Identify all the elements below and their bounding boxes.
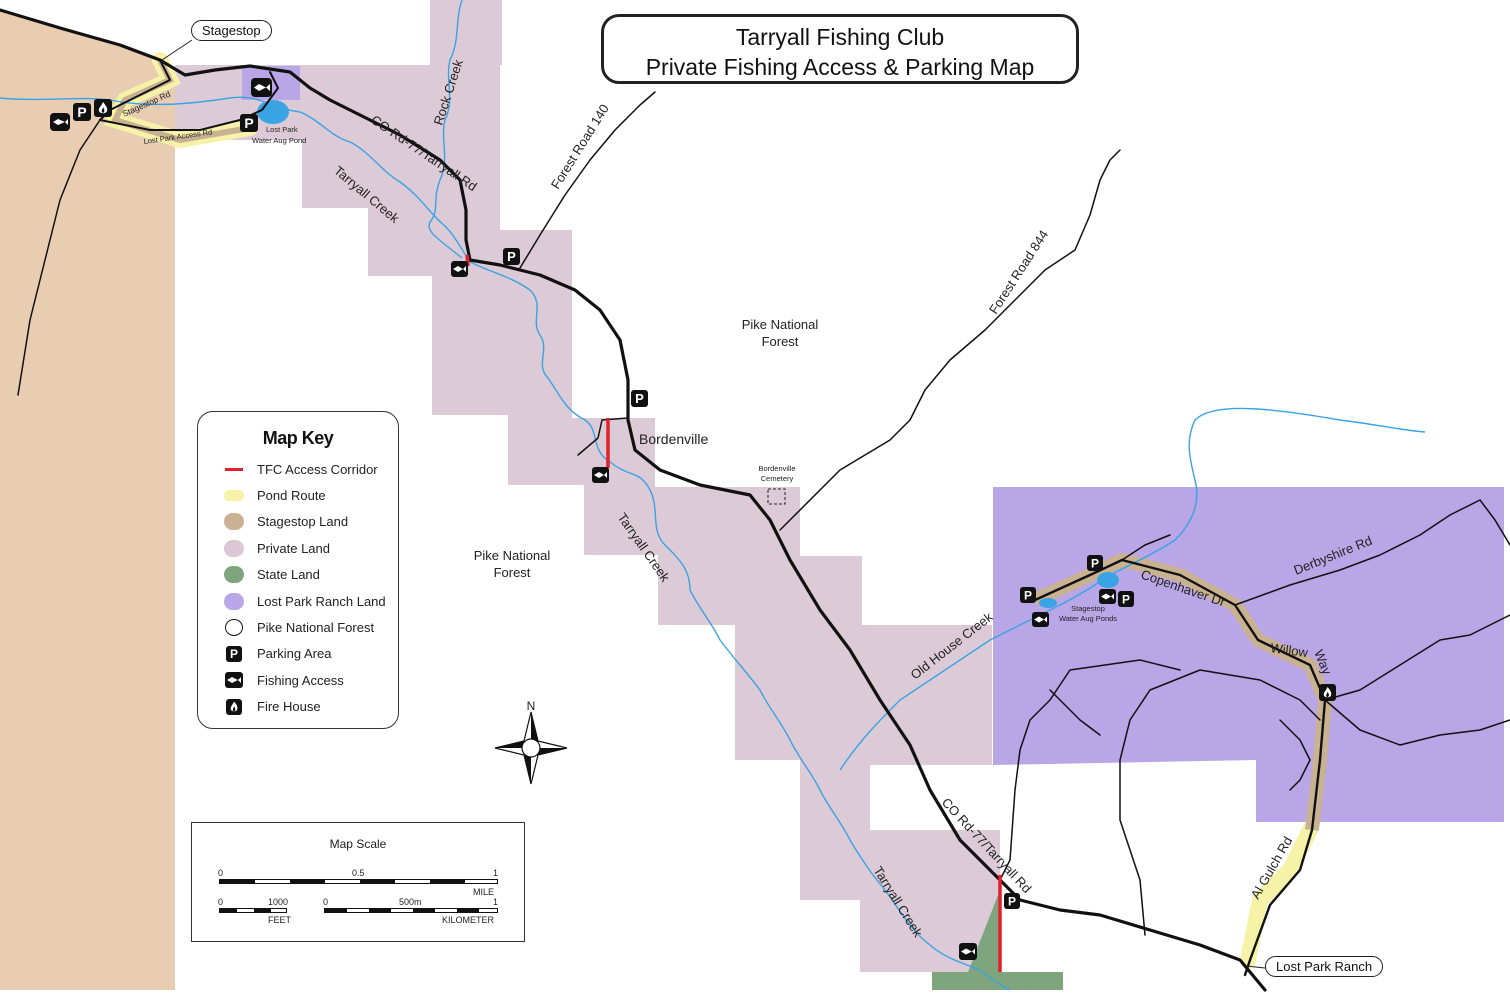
pike-forest-swatch-icon <box>225 619 243 637</box>
co-rd-77-main <box>0 8 1267 992</box>
fire-icon <box>226 698 242 715</box>
key-item-pike-national-forest: Pike National Forest <box>198 614 398 640</box>
label-forest-road-844: Forest Road 844 <box>986 227 1051 316</box>
forest-road-140 <box>519 91 656 269</box>
lost-park-ranch-swatch-icon <box>224 592 244 610</box>
forest-road-844 <box>779 149 1121 531</box>
fish-icon <box>451 261 468 277</box>
label-north: N <box>527 699 536 713</box>
fish-icon <box>959 943 977 960</box>
label-bordenville-cemetery-2: Cemetery <box>761 474 794 483</box>
label-stagestop-ponds-1: Stagestop <box>1071 604 1105 613</box>
svg-text:P: P <box>507 249 516 264</box>
key-item-parking-area: P Parking Area <box>198 641 398 667</box>
key-item-stagestop-land: Stagestop Land <box>198 509 398 535</box>
stagestop-pond-1 <box>1097 572 1119 588</box>
stagestop-callout-leader <box>161 39 193 61</box>
private-land-swatch-icon <box>224 539 244 557</box>
parking-icon: P <box>503 248 520 265</box>
map-scale: Map Scale 0 0.5 1 MILE 0 1000 FEET 0 500… <box>191 822 525 942</box>
lost-park-north-spur <box>1121 534 1171 561</box>
key-item-access-corridor: TFC Access Corridor <box>198 456 398 482</box>
label-pike-nf-east-2: Forest <box>762 334 799 349</box>
fish-icon <box>1032 612 1049 627</box>
label-pike-nf-east-1: Pike National <box>742 317 819 332</box>
pond-route-south <box>1240 822 1318 968</box>
map-key: Map Key TFC Access Corridor Pond Route S… <box>197 411 399 729</box>
map-key-title: Map Key <box>262 428 334 448</box>
parking-icon: P <box>1004 893 1020 909</box>
key-item-pond-route: Pond Route <box>198 482 398 508</box>
km-scale-bar <box>324 908 498 913</box>
label-bordenville: Bordenville <box>639 431 708 447</box>
key-item-lost-park-ranch-land: Lost Park Ranch Land <box>198 588 398 614</box>
stagestop-land <box>0 10 175 990</box>
rock-creek <box>428 0 463 259</box>
label-willow: Willow <box>1270 640 1310 660</box>
svg-text:P: P <box>244 115 253 131</box>
old-house-creek <box>839 407 1426 771</box>
svg-text:P: P <box>1122 593 1130 607</box>
stagestop-land-swatch-icon <box>224 513 244 531</box>
svg-text:P: P <box>1008 895 1016 909</box>
label-lost-park-pond: Lost Park <box>266 125 298 134</box>
stagestop-callout: Stagestop <box>191 20 272 41</box>
private-land <box>175 0 1000 972</box>
fire-icon <box>94 99 112 117</box>
svg-text:P: P <box>635 391 644 406</box>
fish-icon <box>251 78 272 97</box>
svg-text:P: P <box>77 104 86 120</box>
parking-icon: P <box>1118 591 1134 607</box>
state-land-swatch-icon <box>224 566 244 584</box>
map-scale-title: Map Scale <box>329 837 387 851</box>
bordenville-cemetery-marker <box>767 488 786 505</box>
fish-icon <box>592 467 609 483</box>
label-pike-nf-west-2: Forest <box>494 565 531 580</box>
fish-icon <box>50 113 70 131</box>
red-line-icon <box>225 467 243 471</box>
key-item-private-land: Private Land <box>198 535 398 561</box>
lost-park-ranch-callout-leader <box>1245 965 1266 969</box>
lost-park-ranch-roads <box>999 614 1510 936</box>
pond-route-swatch-icon <box>224 490 244 502</box>
parking-icon: P <box>240 114 258 132</box>
mile-scale-bar <box>219 879 498 884</box>
fish-icon <box>225 672 243 689</box>
label-stagestop-ponds-2: Water Aug Ponds <box>1059 614 1117 623</box>
south-spur-west <box>17 119 101 396</box>
fish-icon <box>1099 589 1116 604</box>
label-pike-nf-west-1: Pike National <box>474 548 551 563</box>
state-land <box>932 890 1063 990</box>
parking-icon: P <box>631 390 648 407</box>
copenhaver-dr <box>1033 558 1327 977</box>
bordenville-spur <box>577 417 629 456</box>
label-forest-road-140: Forest Road 140 <box>548 102 612 192</box>
map-title: Tarryall Fishing Club <box>735 24 945 50</box>
derbyshire-rd <box>1234 499 1510 606</box>
parking-icon: P <box>226 645 242 662</box>
lost-park-ranch-land-east <box>993 487 1504 822</box>
parking-icon: P <box>73 103 91 121</box>
key-item-fire-house: Fire House <box>198 694 398 720</box>
feet-scale-bar <box>219 908 287 913</box>
lost-park-pond <box>257 100 289 124</box>
north-arrow-icon <box>494 711 568 785</box>
stagestop-pond-2 <box>1039 598 1057 608</box>
key-item-fishing-access: Fishing Access <box>198 667 398 693</box>
label-lost-park-pond-2: Water Aug Pond <box>252 136 306 145</box>
parking-icon: P <box>1087 555 1103 571</box>
lost-park-ranch-callout: Lost Park Ranch <box>1265 956 1384 977</box>
label-bordenville-cemetery-1: Bordenville <box>758 464 795 473</box>
fire-icon <box>1319 684 1336 701</box>
parking-icon: P <box>1020 587 1036 603</box>
map-subtitle: Private Fishing Access & Parking Map <box>645 54 1035 80</box>
tarryall-creek <box>0 96 1011 991</box>
key-item-state-land: State Land <box>198 562 398 588</box>
map-title-box: Tarryall Fishing Club Private Fishing Ac… <box>601 14 1079 84</box>
svg-text:P: P <box>1091 557 1099 571</box>
svg-text:P: P <box>1024 589 1032 603</box>
